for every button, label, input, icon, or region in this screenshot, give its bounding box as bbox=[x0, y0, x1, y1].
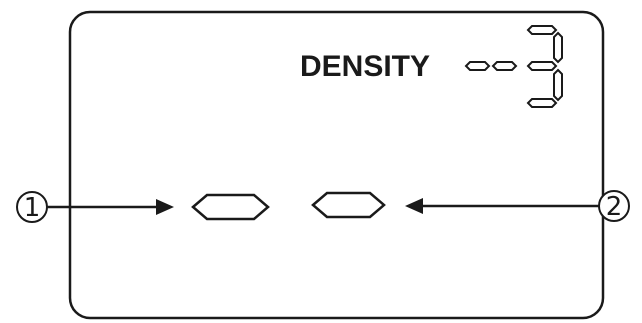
callout-2-number: 2 bbox=[606, 192, 623, 222]
left-segment-indicator bbox=[191, 193, 270, 221]
callout-1-arrowhead bbox=[156, 199, 174, 215]
callout-2-arrowhead bbox=[405, 198, 423, 214]
right-segment-indicator bbox=[311, 191, 386, 219]
density-level-segment-1 bbox=[464, 61, 491, 71]
lcd-panel-frame bbox=[68, 10, 605, 320]
callout-1-number: 1 bbox=[24, 193, 41, 223]
digit-segment-bottom bbox=[526, 98, 558, 108]
density-level-indicator bbox=[464, 61, 518, 71]
digit-segment-lower-right bbox=[553, 68, 563, 102]
density-value-digit bbox=[526, 25, 563, 108]
digit-segment-top bbox=[526, 25, 558, 35]
digit-segment-middle bbox=[526, 61, 558, 71]
density-label: DENSITY bbox=[300, 50, 430, 83]
callout-2: 2 bbox=[405, 190, 630, 222]
digit-segment-upper-right bbox=[553, 31, 563, 64]
callout-1: 1 bbox=[16, 191, 174, 223]
density-level-segment-2 bbox=[491, 61, 518, 71]
